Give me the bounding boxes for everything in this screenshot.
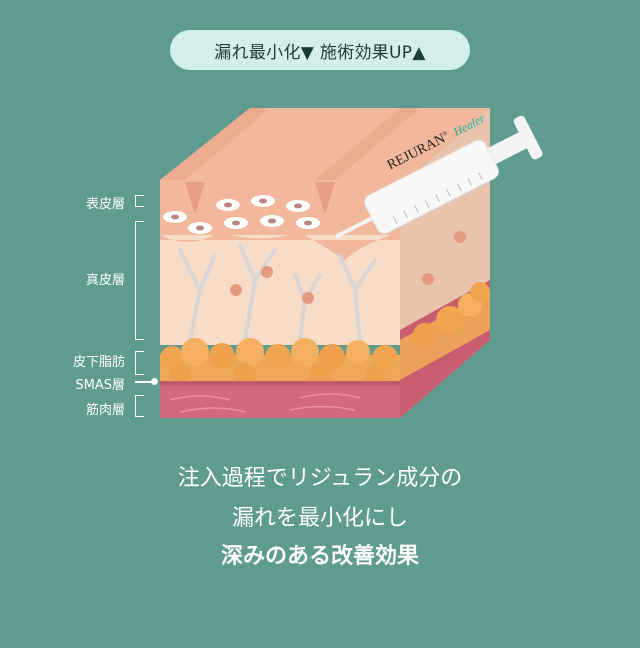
label-muscle: 筋肉層 [85,403,125,418]
label-dermis: 真皮層 [85,273,125,288]
caption-line-2: 漏れを最小化にし [231,506,408,531]
bracket-dermis [135,221,144,340]
bracket-muscle [135,395,144,417]
muscle-layer [160,381,400,418]
headline-text: 漏れ最小化▼ 施術効果UP▲ [214,42,426,63]
label-epidermis: 表皮層 [85,197,125,212]
skin-cross-section-illustration [160,108,543,418]
skin-block-top-face [160,108,490,185]
label-smas: SMAS層 [75,378,125,393]
headline-pill: 漏れ最小化▼ 施術効果UP▲ [170,30,470,70]
label-subcutaneous-fat: 皮下脂肪 [72,355,125,370]
caption-line-3: 深みのある改善効果 [220,544,419,569]
smas-pointer-line [135,381,155,383]
smas-pointer-dot [151,378,158,385]
bracket-epidermis [135,195,144,207]
caption-line-1: 注入過程でリジュラン成分の [177,466,463,491]
dermis-layer [160,235,400,345]
subcutaneous-fat-layer [160,338,400,386]
bracket-subcutaneous-fat [135,351,144,375]
epidermis-cells [163,195,320,234]
rejuran-syringe [335,115,543,239]
